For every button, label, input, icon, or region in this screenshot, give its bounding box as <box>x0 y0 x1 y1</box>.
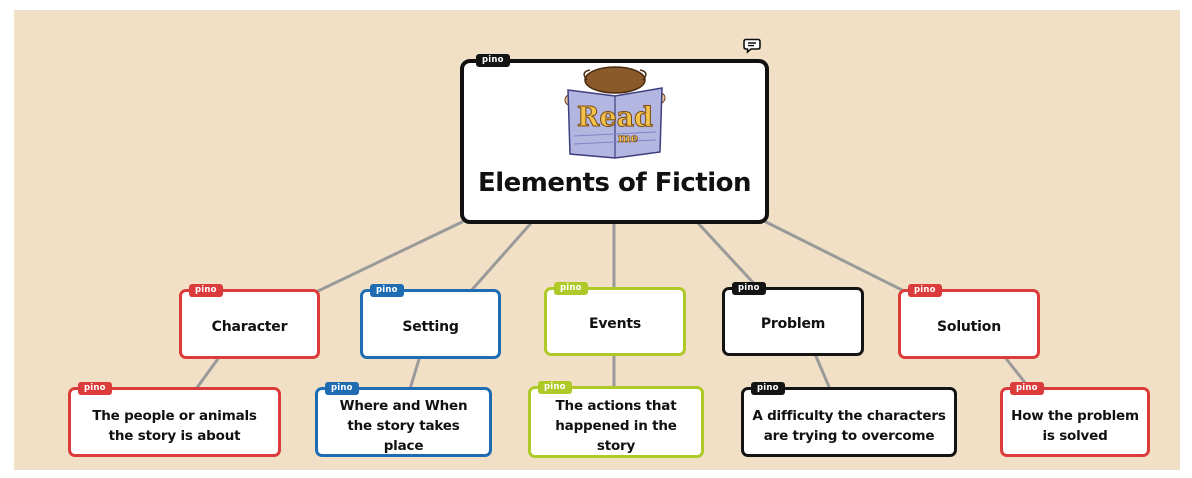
node-events-label: Events <box>589 316 641 332</box>
node-solution-detail-tag: pino <box>1010 382 1044 395</box>
node-setting-detail-tag: pino <box>325 382 359 395</box>
node-character-tag: pino <box>189 284 223 297</box>
node-setting-detail-label: Where and When the story takes place <box>339 397 468 455</box>
node-solution-label: Solution <box>937 318 1001 335</box>
node-events[interactable]: pino Events <box>544 282 686 356</box>
node-character-detail-label: The people or animals the story is about <box>92 407 257 444</box>
node-problem-label: Problem <box>760 316 826 332</box>
node-setting[interactable]: pino Setting <box>360 284 501 359</box>
node-events-detail-label: The actions that happened in the story <box>555 397 677 455</box>
read-me-book-illustration: Read me <box>564 66 665 159</box>
node-setting-tag: pino <box>370 284 404 297</box>
node-problem-detail[interactable]: pino A difficulty the characters are try… <box>741 382 957 457</box>
node-problem-tag: pino <box>732 282 766 295</box>
root-tag: pino <box>476 54 510 67</box>
svg-text:Read: Read <box>577 102 653 133</box>
node-problem[interactable]: pino Problem <box>722 282 864 356</box>
node-problem-detail-label: A difficulty the characters are trying t… <box>752 407 946 444</box>
root-node[interactable]: pino Read me Elements of Fiction <box>460 54 769 224</box>
node-character-detail-tag: pino <box>78 382 112 395</box>
speech-bubble-icon[interactable] <box>743 38 761 54</box>
node-events-detail[interactable]: pino The actions that happened in the st… <box>528 381 704 458</box>
node-character-label: Character <box>211 318 288 335</box>
svg-text:me: me <box>617 131 638 145</box>
node-solution-detail-label: How the problem is solved <box>1011 407 1139 444</box>
node-solution-tag: pino <box>908 284 942 297</box>
root-title: Elements of Fiction <box>477 168 752 198</box>
node-setting-label: Setting <box>402 318 459 335</box>
node-character[interactable]: pino Character <box>179 284 320 359</box>
node-solution[interactable]: pino Solution <box>898 284 1040 359</box>
node-events-detail-tag: pino <box>538 381 572 394</box>
node-character-detail[interactable]: pino The people or animals the story is … <box>68 382 281 457</box>
node-problem-detail-tag: pino <box>751 382 785 395</box>
node-solution-detail[interactable]: pino How the problem is solved <box>1000 382 1150 457</box>
node-setting-detail[interactable]: pino Where and When the story takes plac… <box>315 382 492 457</box>
node-events-tag: pino <box>554 282 588 295</box>
